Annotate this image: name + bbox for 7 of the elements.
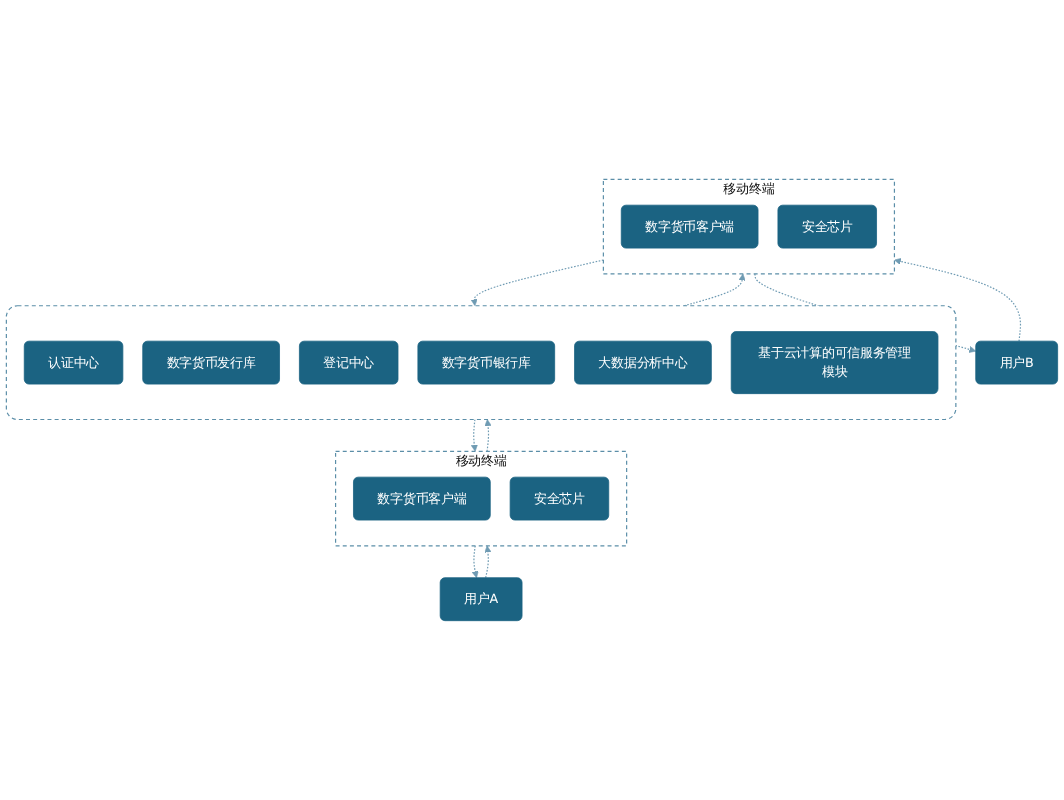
arrow xyxy=(470,259,604,307)
arrow xyxy=(894,258,1022,342)
arrow xyxy=(484,545,492,579)
arrow xyxy=(470,418,478,452)
arrow xyxy=(471,545,479,579)
cluster xyxy=(5,305,957,421)
arrow xyxy=(484,419,492,452)
